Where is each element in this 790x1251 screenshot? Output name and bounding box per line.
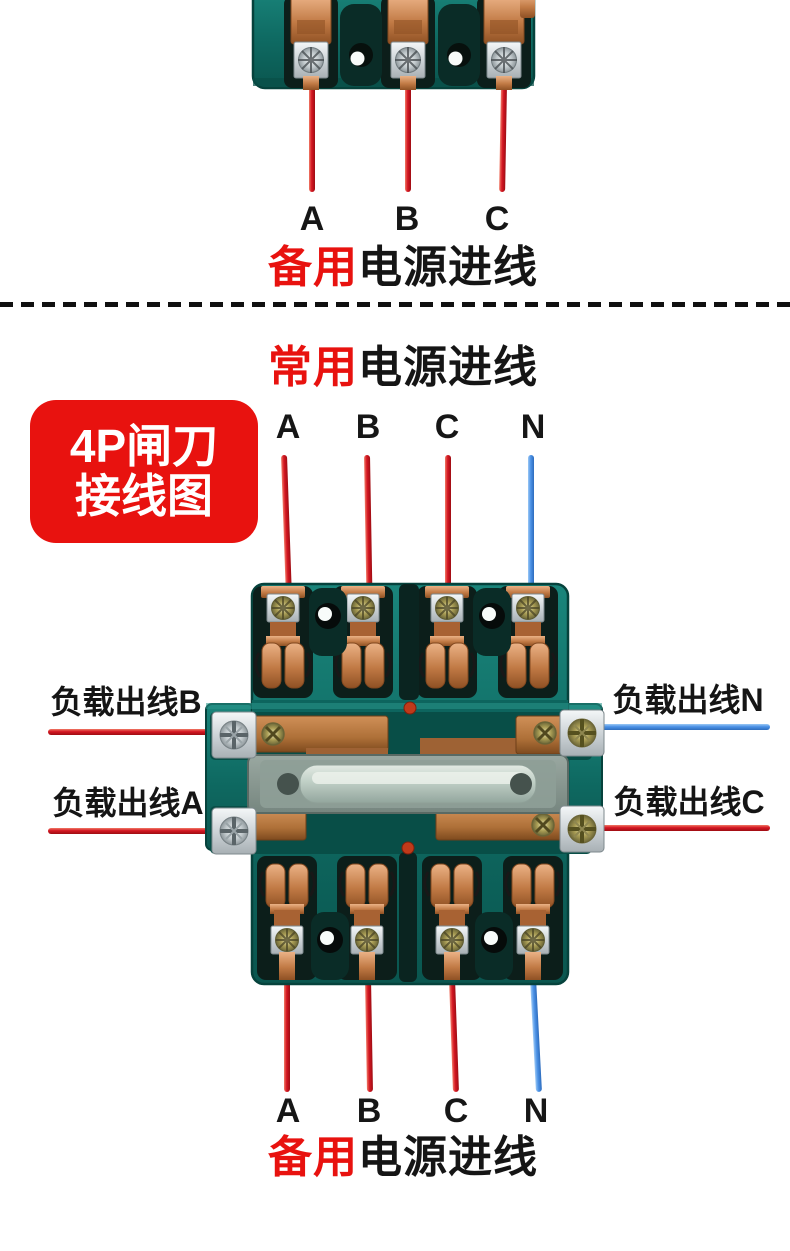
- center-groove-top: [399, 584, 419, 700]
- load-terminal-a: [210, 806, 258, 856]
- handle-pivot-right: [510, 773, 532, 795]
- bus-screw-lower-right: [530, 812, 556, 838]
- badge-4p-wiring-diagram: 4P闸刀 接线图: [30, 400, 258, 543]
- load-wire-b: [48, 729, 218, 735]
- phase-label-bot-n: N: [523, 1092, 549, 1130]
- normal-incoming-title-rest: 电源进线: [358, 343, 538, 392]
- top-mounting-hole-1: [340, 4, 382, 86]
- bot-incoming-wire-b: [365, 977, 373, 1093]
- top-incoming-wire-c: [499, 83, 507, 193]
- mounting-hole-bot-1: [311, 912, 349, 980]
- badge-line2: 接线图: [75, 469, 213, 522]
- mid-incoming-wire-n: [528, 455, 534, 589]
- bus-screw-upper-right: [532, 720, 558, 746]
- bus-screw-upper-left: [260, 721, 286, 747]
- main-terminal-bot-c: [420, 854, 484, 982]
- load-terminal-c: [558, 804, 606, 854]
- top-switch-photo-fragment: [251, 0, 536, 91]
- backup-incoming-title-top-em: 备用: [268, 243, 358, 292]
- phase-label-mid-c: C: [434, 408, 460, 446]
- load-terminal-n: [558, 708, 606, 758]
- backup-incoming-title-bottom: 备用电源进线: [268, 1133, 538, 1182]
- top-corner-contact: [520, 0, 535, 18]
- bot-incoming-wire-c: [449, 977, 459, 1093]
- mid-incoming-wire-c: [445, 455, 451, 589]
- red-dot-lower: [401, 841, 415, 855]
- load-label-c: 负载出线C: [613, 784, 765, 820]
- backup-incoming-title-top: 备用电源进线: [268, 243, 538, 292]
- phase-label-top-c: C: [484, 200, 510, 238]
- phase-label-top-b: B: [394, 200, 420, 238]
- load-label-b: 负载出线B: [50, 684, 202, 720]
- main-terminal-bot-a: [255, 854, 319, 982]
- center-groove-bottom: [399, 852, 417, 982]
- bus-bar-upper-right: [420, 715, 571, 755]
- load-wire-n: [596, 724, 770, 730]
- mounting-hole-top-1: [309, 588, 347, 656]
- bot-incoming-wire-a: [284, 978, 290, 1092]
- phase-label-bot-c: C: [443, 1092, 469, 1130]
- switch-handle: [247, 754, 569, 814]
- phase-label-top-a: A: [299, 200, 325, 238]
- phase-label-bot-a: A: [275, 1092, 301, 1130]
- section-divider-dashed: [0, 302, 790, 307]
- mounting-hole-bot-2: [475, 912, 513, 980]
- badge-line1: 4P闸刀: [69, 419, 219, 472]
- backup-incoming-title-top-rest: 电源进线: [358, 243, 538, 292]
- backup-incoming-title-bottom-rest: 电源进线: [358, 1133, 538, 1182]
- top-terminal-a: [283, 0, 339, 91]
- mid-incoming-wire-a: [281, 454, 292, 590]
- load-wire-c: [598, 825, 770, 831]
- phase-label-bot-b: B: [356, 1092, 382, 1130]
- main-terminal-top-c: [415, 584, 479, 700]
- mounting-hole-top-2: [473, 588, 511, 656]
- phase-label-mid-n: N: [520, 408, 546, 446]
- top-terminal-b: [380, 0, 436, 91]
- load-wire-a: [48, 828, 216, 834]
- main-terminal-top-a: [251, 584, 315, 700]
- top-incoming-wire-b: [405, 84, 411, 192]
- top-mounting-hole-2: [438, 4, 480, 86]
- bus-bar-upper-left: [247, 715, 389, 758]
- normal-incoming-title-em: 常用: [268, 343, 358, 392]
- phase-label-mid-b: B: [355, 408, 381, 446]
- red-dot-upper: [403, 701, 417, 715]
- normal-incoming-title: 常用电源进线: [268, 343, 538, 392]
- load-label-n: 负载出线N: [612, 682, 764, 718]
- bot-incoming-wire-n: [530, 977, 542, 1093]
- handle-pivot-left: [277, 773, 299, 795]
- backup-incoming-title-bottom-em: 备用: [268, 1133, 358, 1182]
- main-switch-photo: [205, 582, 606, 986]
- top-incoming-wire-a: [309, 84, 315, 192]
- load-label-a: 负载出线A: [52, 785, 204, 821]
- mid-incoming-wire-b: [364, 454, 373, 590]
- load-terminal-b: [210, 710, 258, 760]
- phase-label-mid-a: A: [275, 408, 301, 446]
